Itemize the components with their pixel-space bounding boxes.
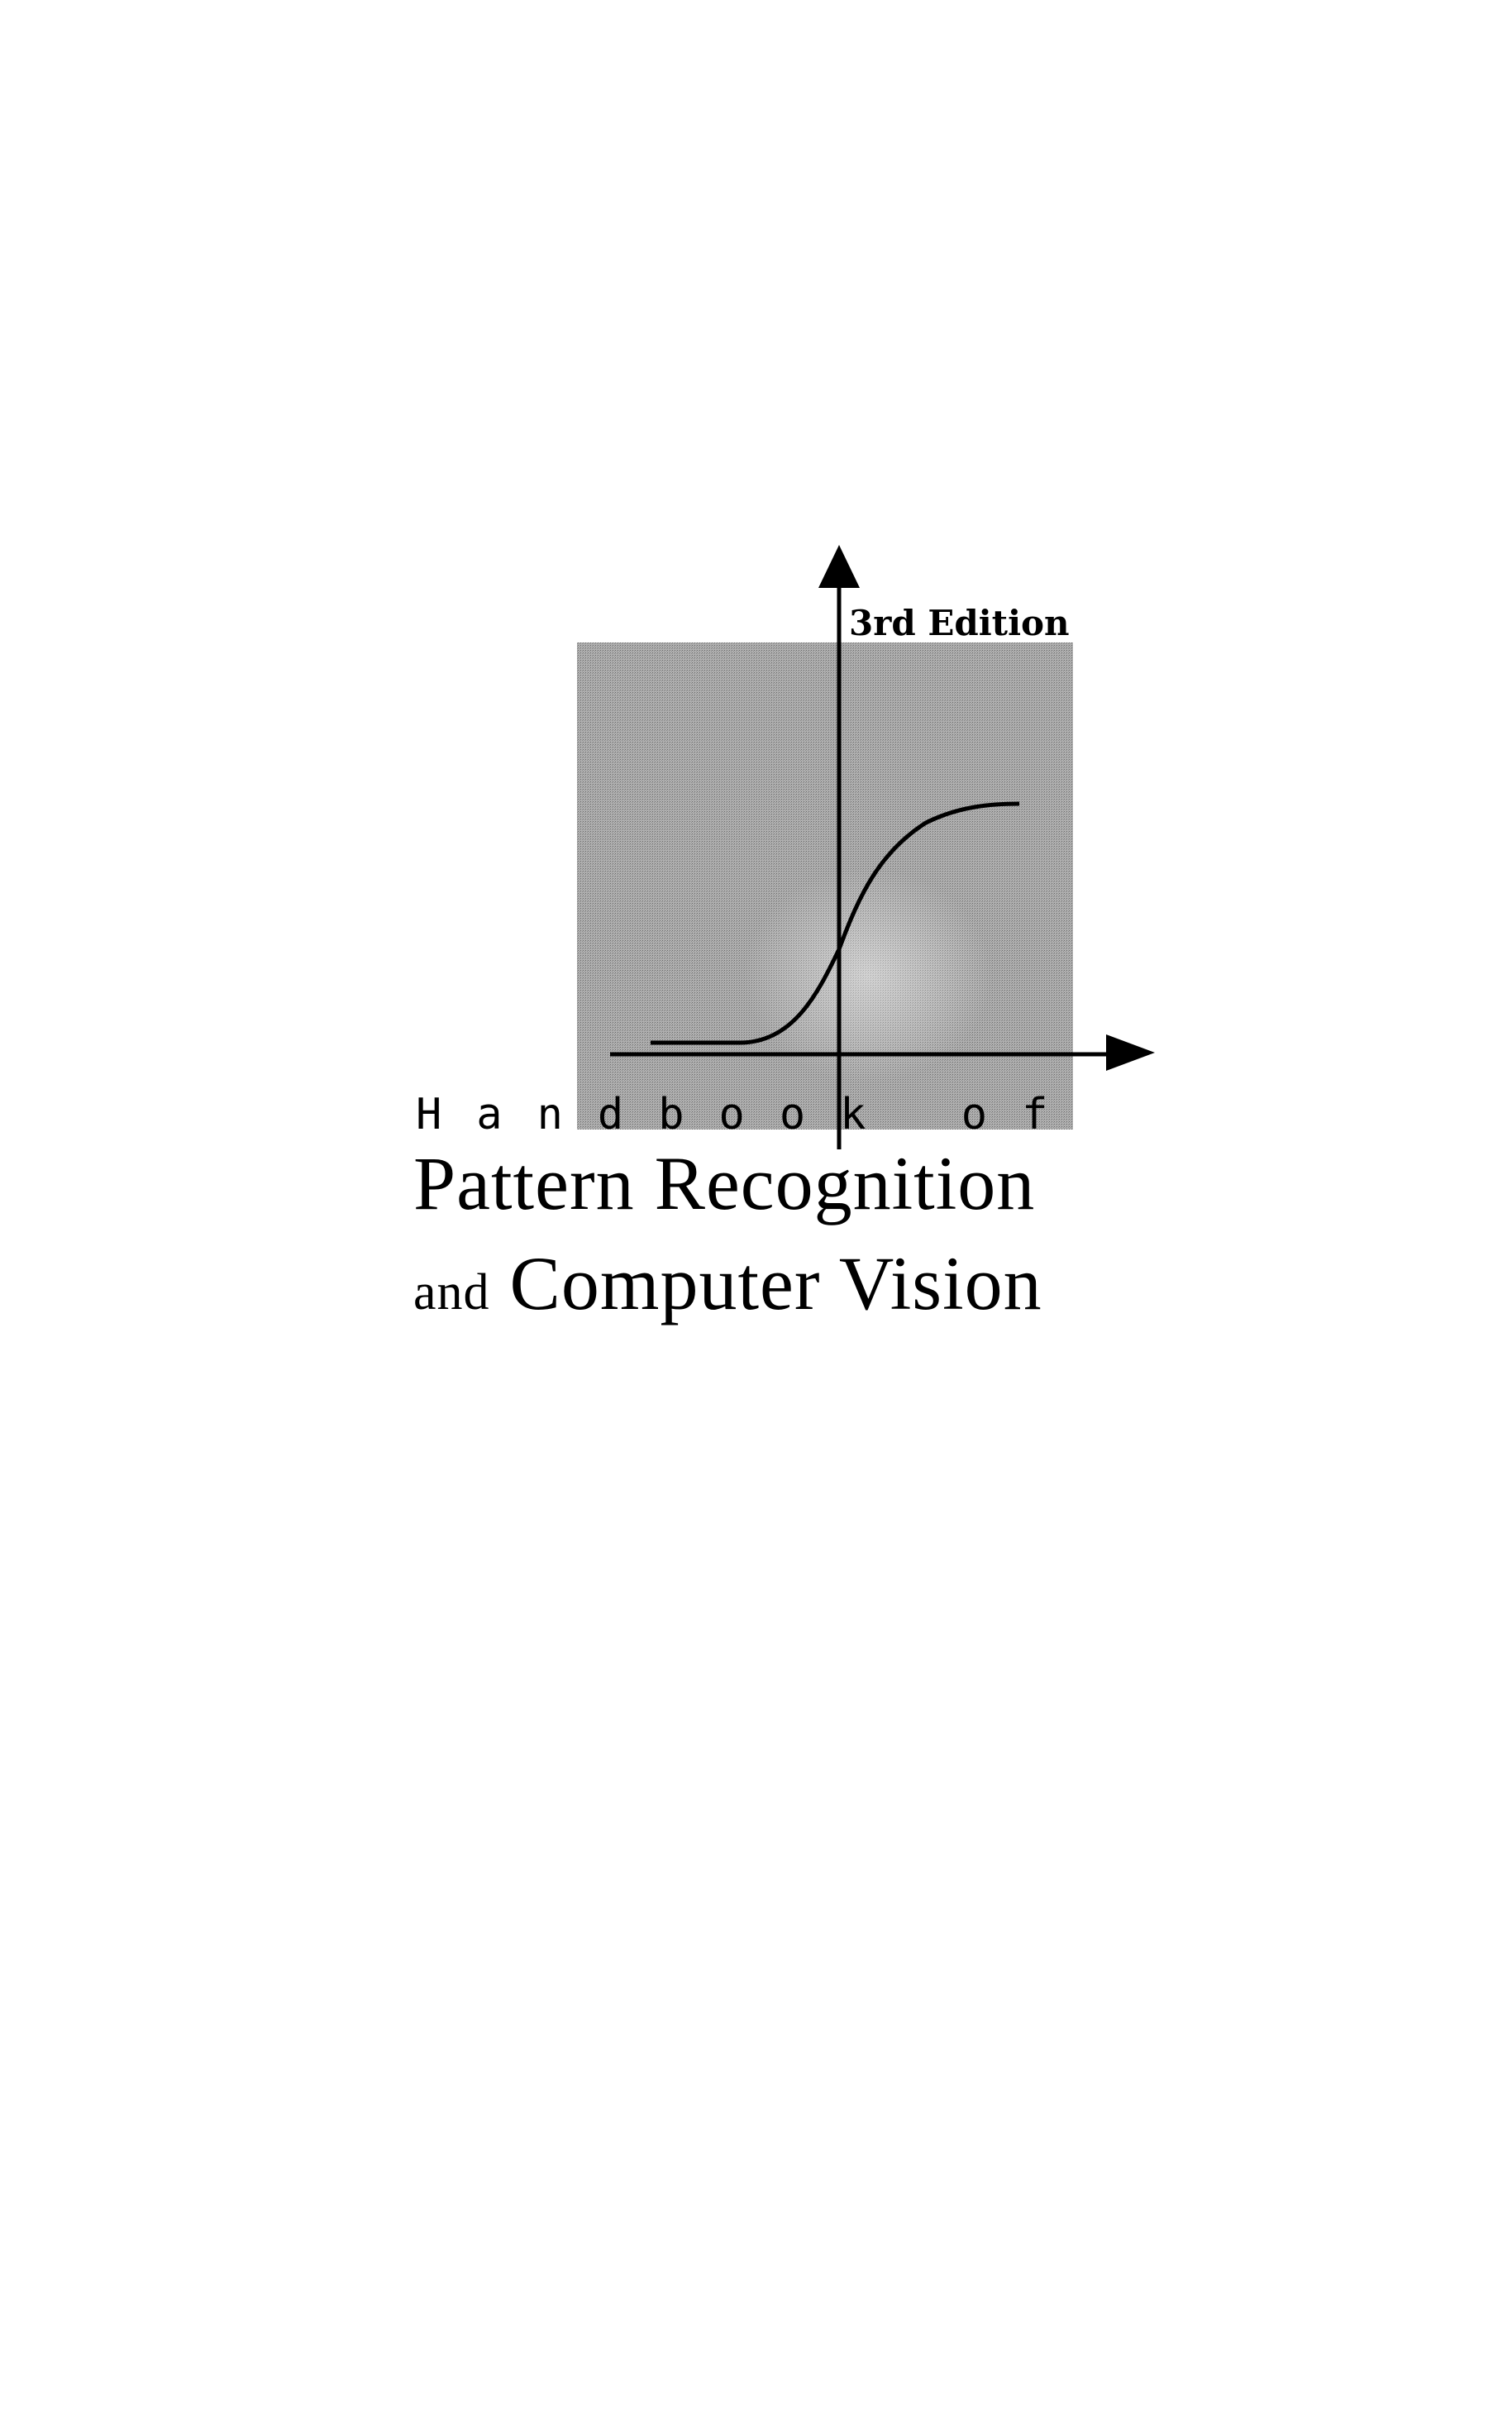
sigmoid-curve <box>651 801 1020 1045</box>
title-line-2: and Computer Vision <box>413 1238 1042 1338</box>
y-axis-arrowhead <box>818 545 860 588</box>
panel-highlight <box>744 868 992 1083</box>
title-and: and <box>413 1264 490 1321</box>
handbook-of-label: Handbook of <box>416 1090 1083 1139</box>
edition-label: 3rd Edition <box>849 603 1070 643</box>
title-line-1: Pattern Recognition <box>413 1141 1036 1225</box>
title-computer-vision: Computer Vision <box>509 1241 1042 1325</box>
x-axis-arrowhead <box>1106 1034 1155 1071</box>
